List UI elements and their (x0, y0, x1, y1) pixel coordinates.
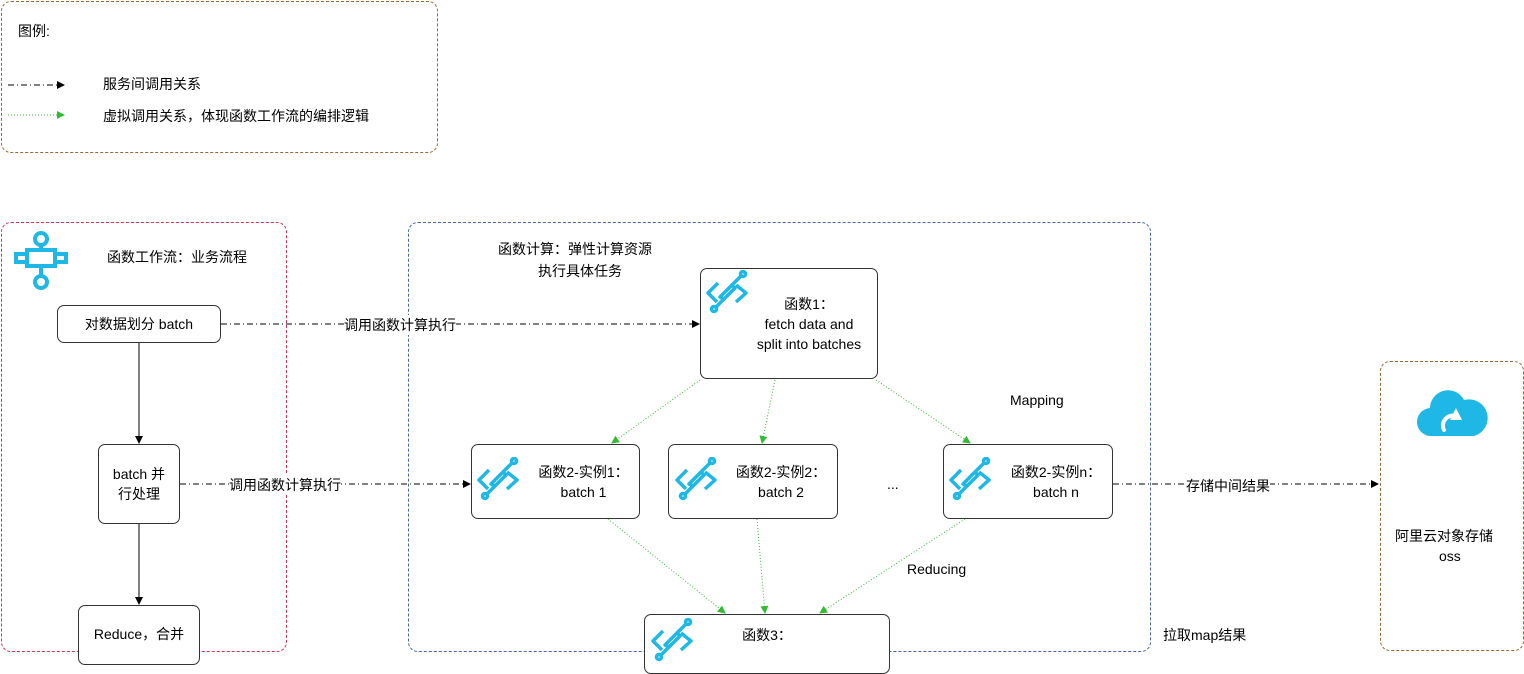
edge-label-call-2: 调用函数计算执行 (229, 475, 341, 495)
function2-instance1-label-2: batch 1 (560, 483, 607, 500)
cloud-upload-icon (1416, 390, 1488, 437)
parallel-process-node[interactable]: batch 并 行处理 (98, 444, 180, 524)
workflow-title: 函数工作流：业务流程 (107, 249, 247, 265)
function2-instance2-label-2: batch 2 (758, 483, 804, 500)
edge-label-call-1: 调用函数计算执行 (344, 315, 456, 335)
function2-instance2-label-1: 函数2-实例2： (735, 463, 827, 480)
function1-label-1: 函数1： (784, 295, 834, 312)
edge-reducing-2 (756, 518, 769, 614)
function2-instancen-label-1: 函数2-实例n： (1010, 463, 1102, 480)
oss-label-2: oss (1439, 548, 1461, 564)
function1-label-3: split into batches (756, 335, 862, 352)
mapping-label: Mapping (1010, 392, 1064, 408)
parallel-process-label-2: 行处理 (118, 486, 160, 502)
function2-instancen-label-2: batch n (1033, 483, 1079, 500)
legend-service-call-label: 服务间调用关系 (103, 76, 201, 92)
legend-panel (1, 1, 438, 153)
edge-mapping-1 (611, 379, 701, 444)
edge-reducing-1 (607, 518, 726, 614)
edge-reducing-n (819, 518, 966, 614)
compute-title-2: 执行具体任务 (538, 263, 622, 279)
function2-instancen-node[interactable]: 函数2-实例n： batch n (943, 444, 1113, 519)
split-batch-label: 对数据划分 batch (84, 316, 194, 332)
split-batch-node[interactable]: 对数据划分 batch (57, 305, 221, 343)
edge-mapping-2 (759, 379, 776, 444)
edge-label-store: 存储中间结果 (1186, 476, 1270, 496)
function-icon (706, 270, 748, 314)
instances-ellipsis: ... (887, 476, 899, 492)
legend-title: 图例: (18, 23, 50, 39)
function2-instance1-label-1: 函数2-实例1： (538, 463, 629, 480)
function-icon (949, 457, 991, 501)
compute-title-1: 函数计算：弹性计算资源 (498, 241, 652, 257)
function1-label-2: fetch data and (764, 315, 854, 332)
connectors (8, 81, 1379, 614)
function-icon (477, 457, 519, 501)
legend-virtual-call-label: 虚拟调用关系，体现函数工作流的编排逻辑 (103, 108, 369, 124)
edge-mapping-n (875, 379, 971, 444)
oss-label-1: 阿里云对象存储 (1395, 528, 1493, 544)
function1-node[interactable]: 函数1： fetch data and split into batches (700, 268, 878, 379)
function-icon (675, 457, 717, 501)
reducing-label: Reducing (907, 561, 967, 577)
workflow-icon (14, 231, 68, 290)
edge-label-pull: 拉取map结果 (1163, 625, 1247, 645)
parallel-process-label-1: batch 并 (112, 466, 166, 482)
